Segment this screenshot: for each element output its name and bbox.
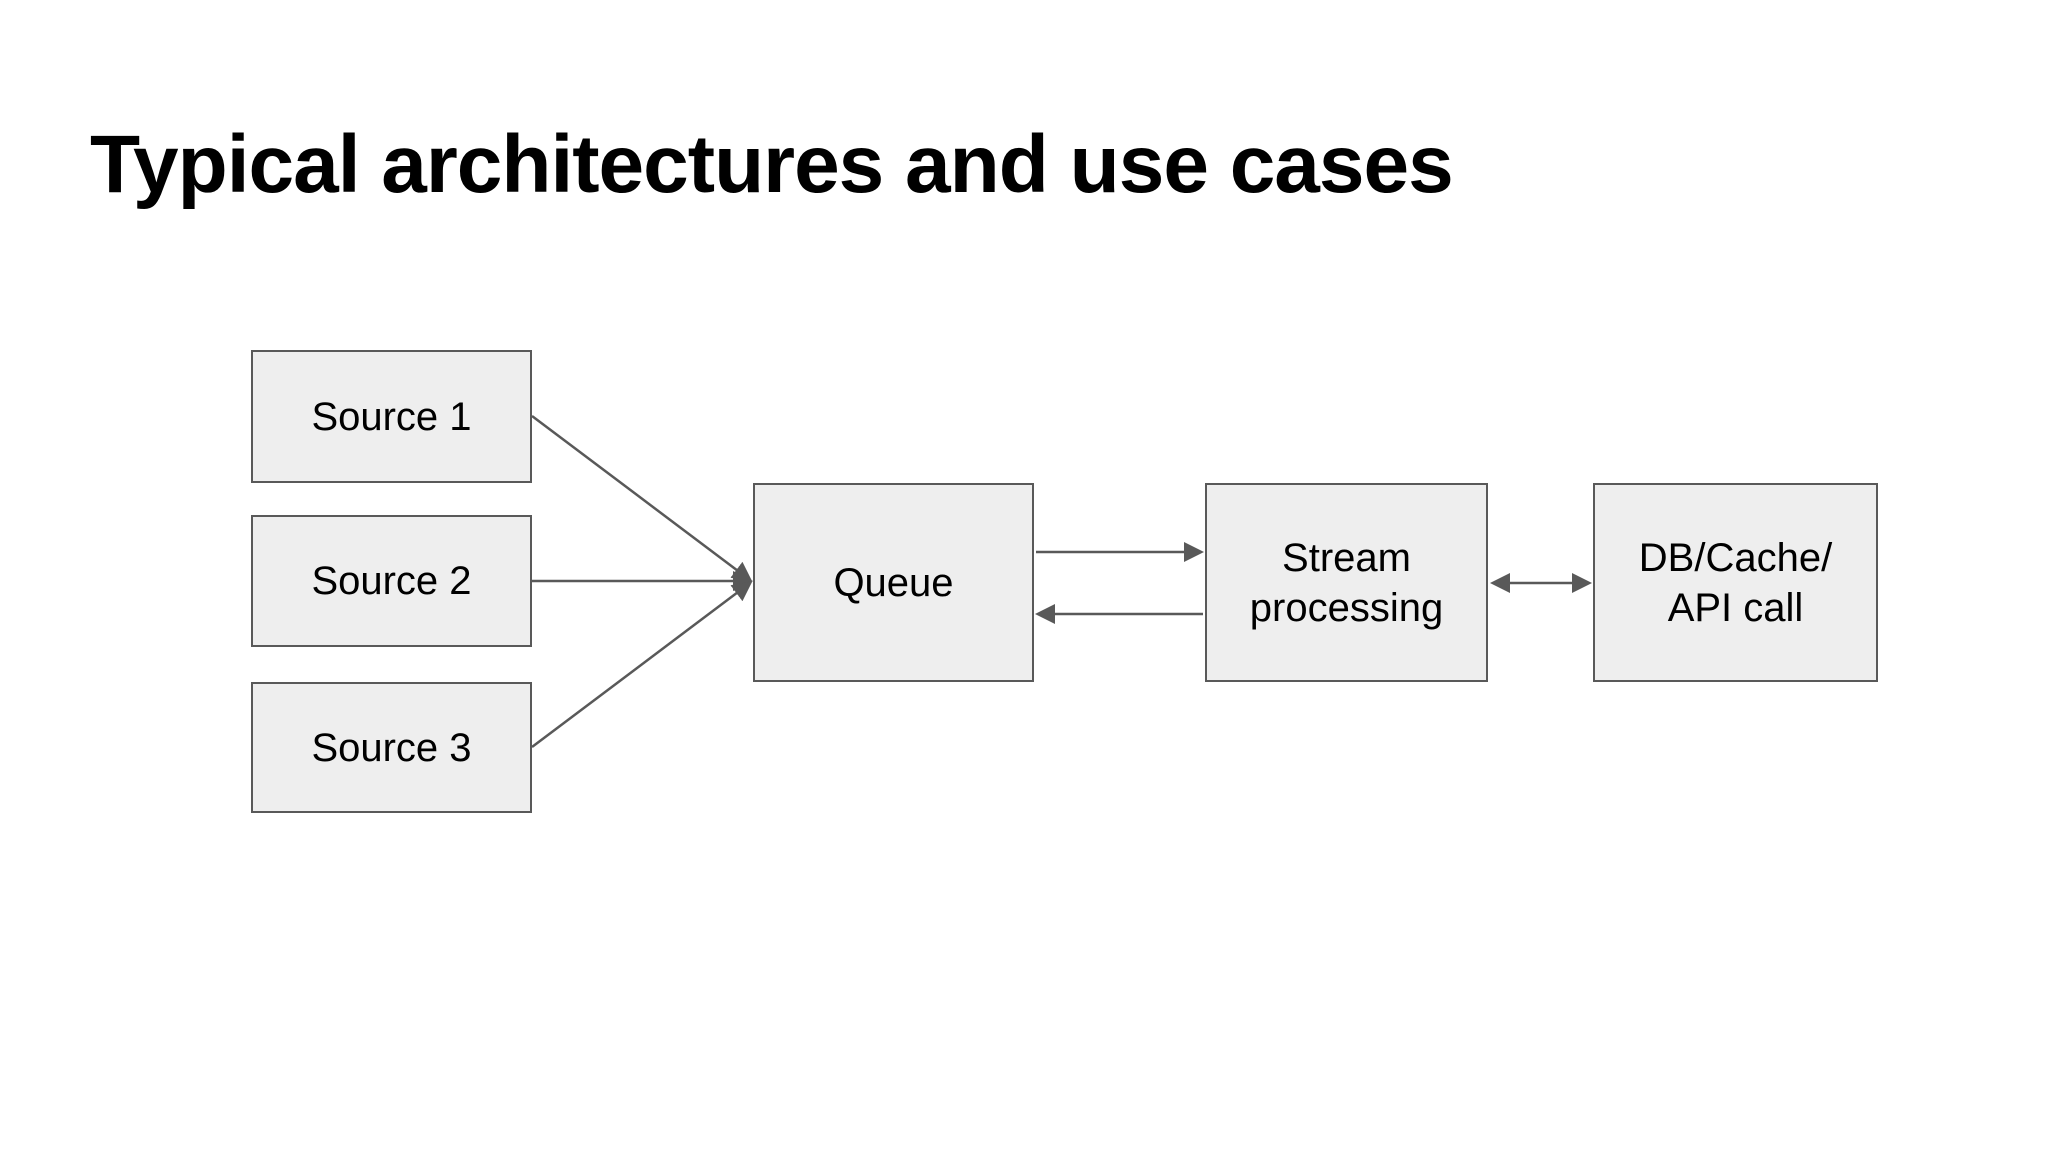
node-db-cache-api: DB/Cache/ API call [1593,483,1878,682]
connector-source1-to-queue [531,415,753,582]
node-source-1: Source 1 [251,350,532,483]
node-stream-processing-label-line2: processing [1249,585,1444,630]
node-queue: Queue [753,483,1034,682]
node-stream-processing: Stream processing [1205,483,1488,682]
node-source-2: Source 2 [251,515,532,647]
node-stream-processing-label-line1: Stream [1282,535,1411,580]
node-source-1-label: Source 1 [311,394,472,439]
slide-title: Typical architectures and use cases [90,119,1454,210]
node-db-cache-api-label-line1: DB/Cache/ [1638,535,1833,580]
node-queue-label: Queue [833,560,954,605]
connector-source3-to-queue [531,581,753,748]
node-source-3: Source 3 [251,682,532,813]
node-source-3-label: Source 3 [311,725,472,770]
node-db-cache-api-label-line2: API call [1667,585,1804,630]
node-source-2-label: Source 2 [311,559,472,603]
